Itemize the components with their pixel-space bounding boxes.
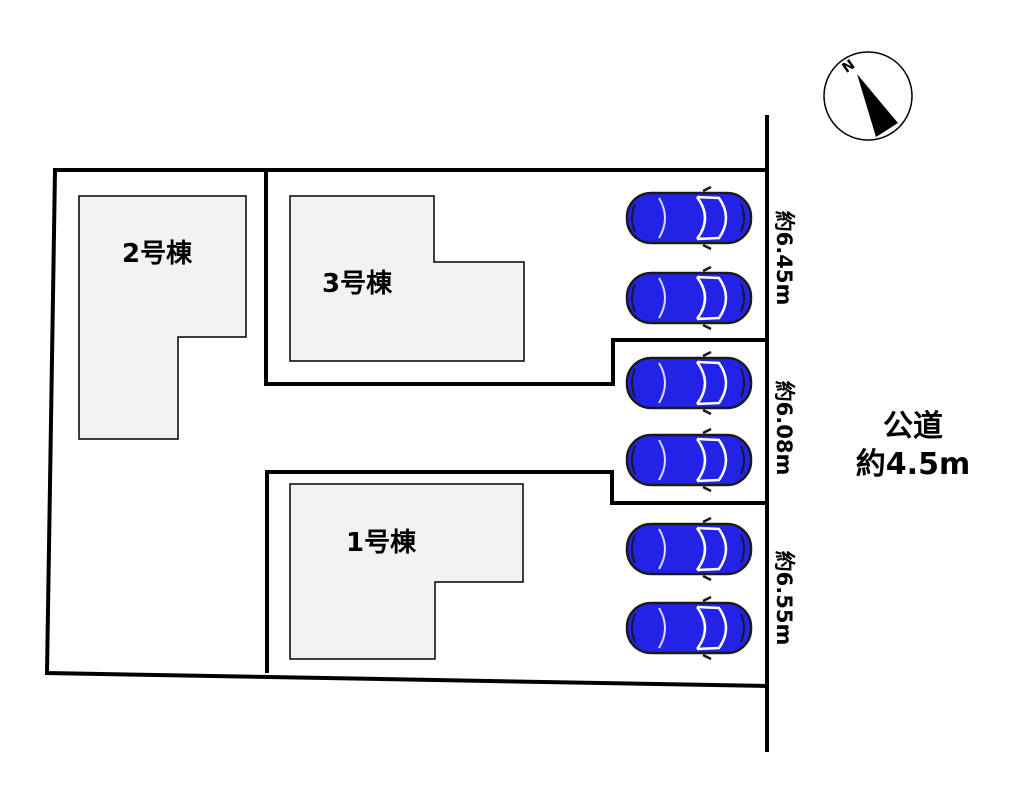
car-icon	[625, 265, 753, 331]
car-icon	[625, 595, 753, 661]
road-name-label: 公道	[883, 409, 943, 444]
north-arrow-icon: N	[823, 51, 913, 141]
car-icon	[625, 350, 753, 416]
car-icon	[625, 185, 753, 251]
car-icon	[625, 427, 753, 493]
building-3-label: 3号棟	[322, 269, 393, 299]
building-2-footprint	[78, 195, 247, 440]
road-width-label: 約4.5m	[856, 447, 970, 482]
building-1-label: 1号棟	[346, 528, 417, 558]
lot-3-boundary	[264, 172, 765, 386]
building-2-label: 2号棟	[122, 239, 193, 269]
frontage-lot-2-label: 約6.08m	[772, 381, 796, 476]
car-icon	[625, 516, 753, 582]
frontage-lot-3-label: 約6.45m	[772, 211, 796, 306]
building-1-footprint	[289, 483, 524, 660]
frontage-lot-1-label: 約6.55m	[772, 551, 796, 646]
lot-1-boundary	[265, 470, 765, 673]
building-3-footprint	[289, 195, 525, 362]
